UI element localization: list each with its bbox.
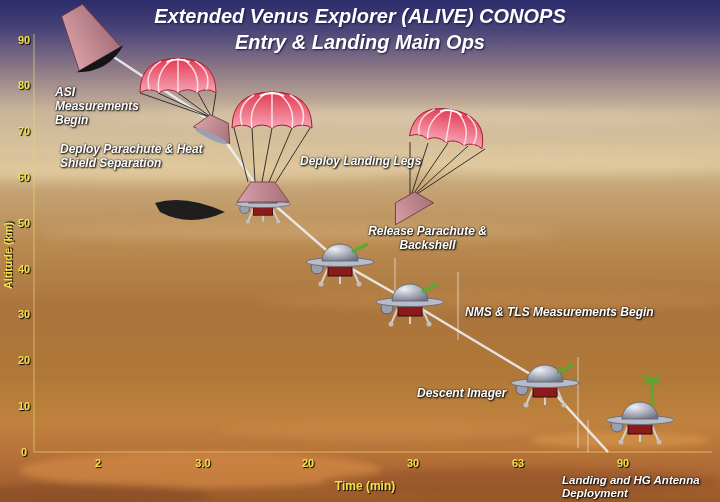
antenna: [352, 244, 368, 252]
axis-tick: 3.0: [195, 457, 210, 470]
y-axis: [34, 34, 35, 452]
axis-tick: 80: [18, 79, 30, 92]
axis-tick: 20: [18, 354, 30, 367]
axis-tick: 63: [512, 457, 524, 470]
terrain-patch: [220, 420, 540, 440]
lander: [511, 365, 579, 408]
axis-tick: 90: [18, 34, 30, 47]
event-label: NMS & TLS Measurements Begin: [465, 306, 654, 320]
event-label: Deploy Landing Legs: [300, 155, 421, 169]
lander: [606, 402, 674, 445]
axis-tick: 30: [18, 308, 30, 321]
terrain: [0, 420, 720, 502]
axis-tick: 70: [18, 125, 30, 138]
event-label: ASI Measurements Begin: [55, 86, 147, 127]
capsule-heat-shield: [77, 45, 128, 79]
event-label: Deploy Parachute & Heat Shield Separatio…: [60, 143, 225, 171]
title: Extended Venus Explorer (ALIVE) CONOPS: [154, 5, 566, 28]
lander: [376, 284, 444, 327]
entry-capsule: [49, 0, 128, 79]
event-marker: [588, 420, 589, 452]
axis-tick: 60: [18, 171, 30, 184]
axis-tick: 30: [407, 457, 419, 470]
axis-tick: 0: [21, 446, 27, 459]
axis-tick: 10: [18, 400, 30, 413]
backshell: [192, 110, 238, 147]
cloud-band: [80, 110, 720, 126]
event-label: Landing and HG Antenna Deployment: [562, 474, 717, 499]
terrain-patch: [0, 483, 210, 502]
backshell: [237, 182, 289, 202]
parachute-lines: [234, 128, 310, 182]
event-marker: [578, 357, 579, 448]
axis-tick: 50: [18, 217, 30, 230]
trajectory: [88, 40, 608, 452]
parachute-lines: [140, 93, 216, 118]
axis-tick: 90: [617, 457, 629, 470]
axis-title: Altitude (km): [3, 221, 16, 288]
x-axis: [34, 452, 712, 453]
heat-shield: [155, 200, 225, 220]
event-label: Release Parachute & Backshell: [365, 225, 490, 253]
backshell-body: [386, 186, 434, 224]
axis-tick: 20: [302, 457, 314, 470]
lander: [306, 244, 374, 287]
hg-antenna: [644, 376, 660, 406]
axis-tick: 2: [95, 457, 101, 470]
antenna: [557, 365, 573, 373]
released-backshell: [386, 186, 434, 224]
parachute: [140, 58, 216, 92]
cloud-bands: [0, 110, 720, 310]
axis-title: Time (min): [335, 480, 395, 494]
parachute-lines: [410, 142, 485, 196]
parachute: [232, 92, 312, 128]
antenna: [422, 284, 438, 292]
axis-tick: 40: [18, 263, 30, 276]
event-label: Descent Imager: [417, 387, 506, 401]
parachute: [409, 103, 487, 148]
subtitle: Entry & Landing Main Ops: [235, 31, 485, 54]
